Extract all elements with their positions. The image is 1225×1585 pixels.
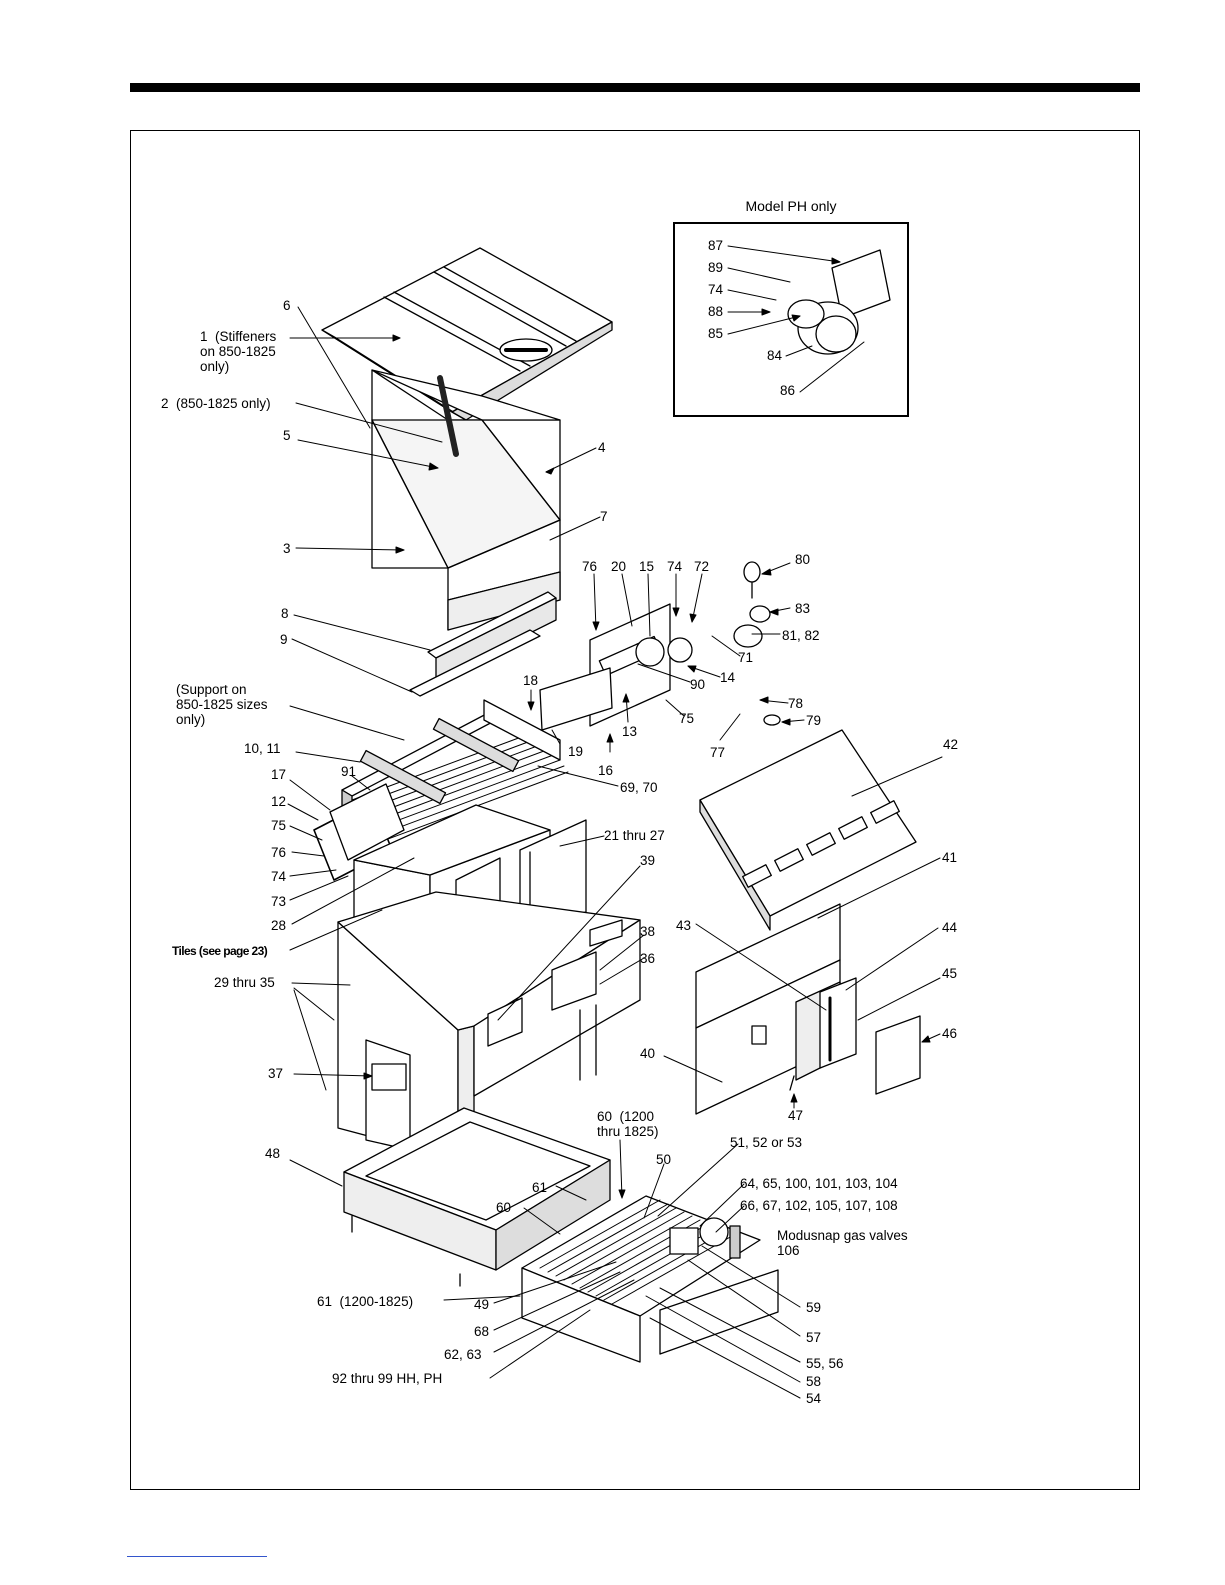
callout-92-99: 92 thru 99 HH, PH — [332, 1371, 443, 1386]
rail-parts — [409, 591, 557, 697]
callout-73: 73 — [271, 894, 287, 909]
burner-fittings-part — [539, 561, 781, 731]
callout-88: 88 — [708, 304, 724, 319]
callout-50: 50 — [656, 1152, 672, 1167]
callout-37: 37 — [268, 1066, 284, 1081]
callout-74-right: 74 — [667, 559, 683, 574]
upper-jacket-part — [371, 369, 561, 631]
callout-61-top: 61 — [532, 1180, 548, 1195]
callout-46: 46 — [942, 1026, 958, 1041]
callout-16: 16 — [598, 763, 614, 778]
callout-28: 28 — [271, 918, 287, 933]
callout-8: 8 — [281, 606, 289, 621]
inset-title: Model PH only — [745, 198, 837, 214]
callout-55-56: 55, 56 — [806, 1356, 844, 1371]
callout-47: 47 — [788, 1108, 804, 1123]
top-panel-part — [321, 247, 613, 421]
callout-68: 68 — [474, 1324, 490, 1339]
base-part — [343, 1107, 611, 1287]
callout-40: 40 — [640, 1046, 656, 1061]
callout-19: 19 — [568, 744, 584, 759]
callout-57: 57 — [806, 1330, 822, 1345]
callout-91: 91 — [341, 764, 357, 779]
callout-62-63: 62, 63 — [444, 1347, 482, 1362]
callout-72: 72 — [694, 559, 710, 574]
callout-85: 85 — [708, 326, 724, 341]
callout-6: 6 — [283, 298, 291, 313]
callout-75-right: 75 — [679, 711, 695, 726]
callout-20: 20 — [611, 559, 627, 574]
burner-tray-part — [521, 1195, 779, 1363]
callout-45: 45 — [942, 966, 958, 981]
callout-36: 36 — [640, 951, 656, 966]
callout-1: 1 (Stiffeners on 850-1825 only) — [200, 329, 277, 374]
callout-64-104: 64, 65, 100, 101, 103, 104 — [740, 1176, 898, 1191]
callout-4: 4 — [598, 440, 606, 455]
callout-69-70: 69, 70 — [620, 780, 658, 795]
callout-tiles: Tiles (see page 23) — [172, 944, 268, 958]
callout-12: 12 — [271, 794, 287, 809]
callout-75-left: 75 — [271, 818, 287, 833]
header-rule — [130, 83, 1140, 92]
callout-7: 7 — [600, 509, 608, 524]
callout-61-bottom: 61 (1200-1825) — [317, 1294, 414, 1309]
diagram-frame — [130, 130, 1140, 1490]
callout-60-top: 60 (1200 thru 1825) — [597, 1109, 659, 1139]
callout-modusnap: Modusnap gas valves 106 — [777, 1228, 908, 1258]
callout-81-82: 81, 82 — [782, 628, 820, 643]
callout-15: 15 — [639, 559, 655, 574]
callout-17: 17 — [271, 767, 287, 782]
callout-14: 14 — [720, 670, 736, 685]
callout-84: 84 — [767, 348, 783, 363]
callout-39: 39 — [640, 853, 656, 868]
callout-77: 77 — [710, 745, 726, 760]
callout-86: 86 — [780, 383, 796, 398]
callout-2: 2 (850-1825 only) — [161, 396, 271, 411]
callout-71: 71 — [738, 650, 754, 665]
callout-60-mid: 60 — [496, 1200, 512, 1215]
callout-49: 49 — [474, 1297, 490, 1312]
callout-58: 58 — [806, 1374, 822, 1389]
callout-79: 79 — [806, 713, 822, 728]
callout-41: 41 — [942, 850, 958, 865]
callout-38: 38 — [640, 924, 656, 939]
callout-89: 89 — [708, 260, 724, 275]
callout-51-53: 51, 52 or 53 — [730, 1135, 803, 1150]
callout-80: 80 — [795, 552, 811, 567]
callout-10-11: 10, 11 — [244, 741, 281, 756]
callout-66-108: 66, 67, 102, 105, 107, 108 — [740, 1198, 898, 1213]
footer-underline — [127, 1556, 267, 1557]
callout-42: 42 — [943, 737, 959, 752]
callout-87: 87 — [708, 238, 724, 253]
callout-43: 43 — [676, 918, 692, 933]
callout-90: 90 — [690, 677, 706, 692]
callout-76-right: 76 — [582, 559, 598, 574]
callout-9: 9 — [280, 632, 288, 647]
callout-3: 3 — [283, 541, 291, 556]
callout-13: 13 — [622, 724, 638, 739]
callout-48: 48 — [265, 1146, 281, 1161]
callout-18: 18 — [523, 673, 539, 688]
callout-44: 44 — [942, 920, 958, 935]
heat-exchanger-part — [313, 699, 569, 881]
leader-lines — [287, 245, 943, 1399]
lower-jacket-part — [337, 891, 641, 1161]
callout-74-left: 74 — [271, 869, 287, 884]
callout-21-27: 21 thru 27 — [604, 828, 665, 843]
callout-59: 59 — [806, 1300, 822, 1315]
callout-74-inset: 74 — [708, 282, 724, 297]
callout-54: 54 — [806, 1391, 822, 1406]
callout-78: 78 — [788, 696, 804, 711]
callout-83: 83 — [795, 601, 811, 616]
inset-blower-part — [787, 249, 891, 355]
control-panel-part — [695, 729, 921, 1115]
callout-5: 5 — [283, 428, 291, 443]
callout-29-35: 29 thru 35 — [214, 975, 275, 990]
model-ph-inset-box — [673, 222, 909, 417]
callout-support: (Support on 850-1825 sizes only) — [176, 682, 268, 727]
callout-76-left: 76 — [271, 845, 287, 860]
